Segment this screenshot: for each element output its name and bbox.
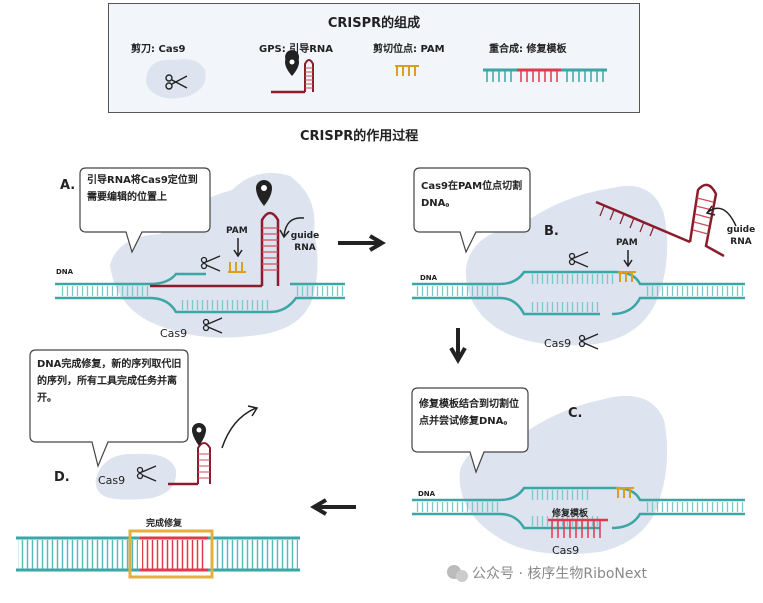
speech-bubble-b <box>413 167 531 254</box>
complete-label-d: 完成修复 <box>146 519 183 529</box>
guide-label-b: guide RNA <box>726 225 756 247</box>
panel-c <box>411 387 745 554</box>
scissors-icon <box>136 465 157 482</box>
legend-label-template: 重合成: 修复模板 <box>489 44 567 55</box>
panel-a <box>55 167 345 338</box>
arrow-down-icon <box>233 238 243 258</box>
dna-label-c: DNA <box>418 490 436 498</box>
template-c <box>548 518 608 538</box>
legend-cas9-blob <box>146 59 206 99</box>
pam-c <box>616 487 634 498</box>
arrow-right-icon <box>338 234 386 252</box>
template-label-c: 修复模板 <box>552 509 589 519</box>
process-title: CRISPR的作用过程 <box>300 129 419 144</box>
dna-c <box>412 486 745 530</box>
guide-rna-a <box>150 180 280 288</box>
bubble-a-text: 引导RNA将Cas9定位到需要编辑的位置上 <box>87 175 198 203</box>
pam-a <box>228 262 246 273</box>
map-pin-icon <box>192 423 206 446</box>
watermark: 公众号 · 核序生物RiboNext <box>472 566 648 582</box>
bubble-c-text: 修复模板结合到切割位点并尝试修复DNA。 <box>419 399 519 427</box>
bubble-b-text: Cas9在PAM位点切割DNA。 <box>421 181 523 209</box>
curved-arrow-icon <box>279 217 305 239</box>
bubble-d-text: DNA完成修复，新的序列取代旧的序列，所有工具完成任务并离开。 <box>37 359 182 404</box>
scissors-icon <box>568 251 589 268</box>
scissors-icon <box>200 255 221 272</box>
arrow-left-icon <box>310 498 356 516</box>
wechat-icon <box>447 565 468 582</box>
map-pin-icon <box>256 180 272 206</box>
curved-arrow-icon <box>705 205 737 227</box>
guide-rna-d <box>168 423 211 486</box>
guide-rna-b <box>595 183 725 258</box>
legend-label-cas9: 剪刀: Cas9 <box>131 44 186 55</box>
step-c-label: C. <box>568 406 583 421</box>
panel-d <box>16 349 300 579</box>
legend-label-grna: GPS: 引导RNA <box>259 44 334 55</box>
cas9-label-d: Cas9 <box>98 474 126 487</box>
arrow-down-icon <box>449 328 467 364</box>
scissors-icon <box>165 74 188 90</box>
legend-label-pam: 剪切位点: PAM <box>373 44 445 55</box>
pam-label-a: PAM <box>226 226 248 236</box>
legend-box: CRISPR的组成 剪刀: Cas9 GPS: 引导RNA 剪切位点: PAM … <box>108 3 640 113</box>
step-a-label: A. <box>60 178 76 193</box>
cas9-blob-d <box>95 453 177 500</box>
legend-icons <box>146 50 607 99</box>
legend-title: CRISPR的组成 <box>327 16 421 31</box>
dna-a <box>55 272 345 314</box>
step-b-label: B. <box>544 224 559 239</box>
curved-arrow-icon <box>221 405 259 449</box>
repaired-dna <box>16 529 300 579</box>
speech-bubble-a <box>79 167 211 254</box>
cas9-label-c: Cas9 <box>552 544 580 557</box>
cas9-blob-c <box>459 395 668 554</box>
legend-template <box>483 68 607 82</box>
legend-grna <box>271 50 314 94</box>
scissors-icon <box>202 317 223 334</box>
cas9-label-b: Cas9 <box>544 337 572 350</box>
panel-b <box>412 167 745 350</box>
speech-bubble-d <box>29 349 189 468</box>
dna-label-a: DNA <box>56 268 74 276</box>
scissors-icon <box>578 333 599 350</box>
speech-bubble-c <box>411 387 529 474</box>
dna-label-b: DNA <box>420 274 438 282</box>
pam-label-b: PAM <box>616 238 638 248</box>
arrow-down-icon <box>623 250 633 268</box>
guide-label-a: guide RNA <box>290 231 320 253</box>
step-d-label: D. <box>54 470 70 485</box>
pam-b <box>618 271 636 282</box>
cas9-label-a: Cas9 <box>160 327 188 340</box>
legend-pam <box>395 65 419 76</box>
cas9-blob-b <box>465 185 668 346</box>
repair-highlight-frame <box>128 529 214 579</box>
